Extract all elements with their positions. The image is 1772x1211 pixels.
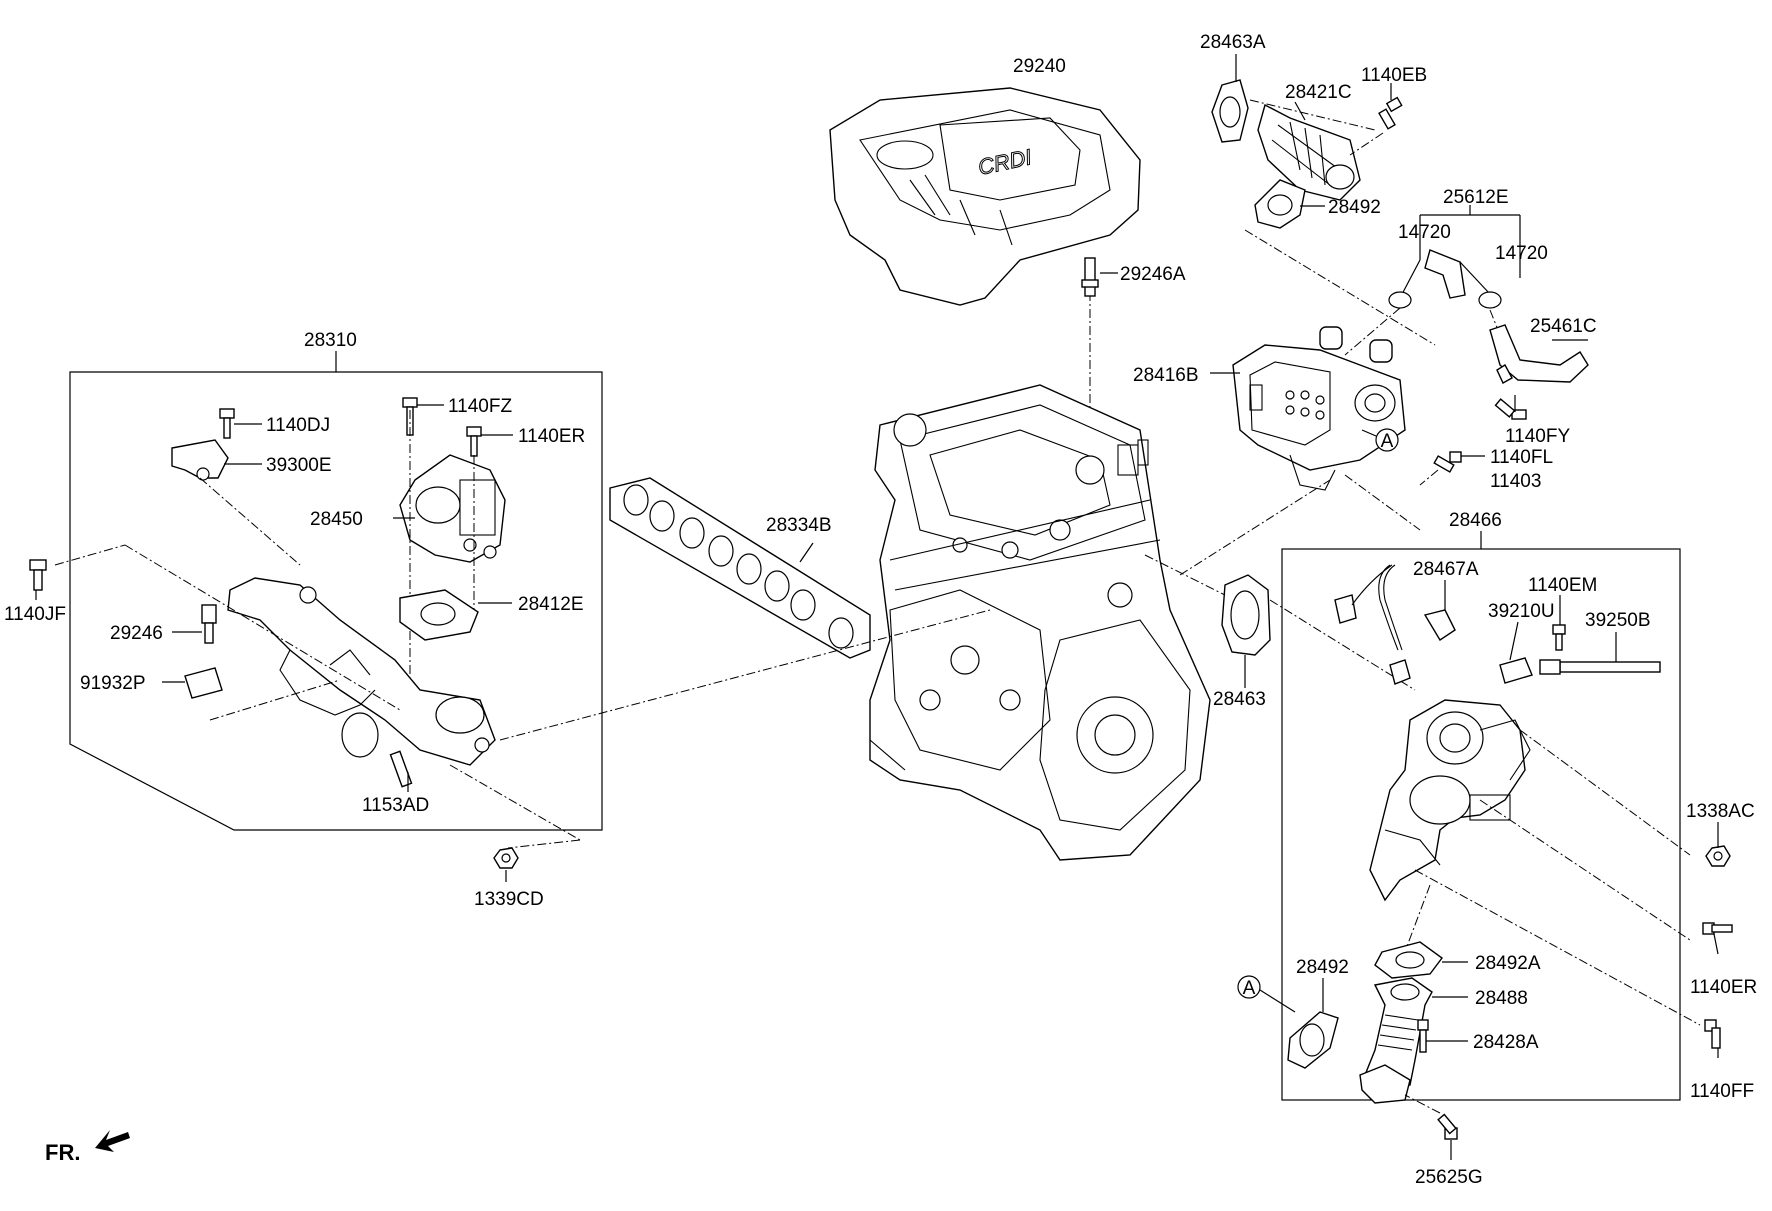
- callout-bracket: [1399, 205, 1521, 299]
- gasket-icon: [1221, 574, 1271, 656]
- label-28334B: 28334B: [766, 515, 832, 536]
- label-1140EB: 1140EB: [1361, 65, 1427, 86]
- label-1140FF: 1140FF: [1690, 1081, 1754, 1102]
- bolt-icon: [1437, 1113, 1458, 1140]
- label-11403: 11403: [1490, 471, 1541, 492]
- label-1338AC: 1338AC: [1686, 801, 1755, 822]
- label-39300E: 39300E: [266, 455, 332, 476]
- flex-pipe: [1359, 977, 1433, 1104]
- label-28492-bottom: 28492: [1296, 957, 1349, 978]
- coolant-pipe: [1489, 324, 1589, 384]
- part-labels: 29240 29246A 28463A 28421C 1140EB 28492 …: [4, 32, 1757, 1188]
- bracket-icon: [184, 667, 223, 699]
- label-1140DJ: 1140DJ: [266, 415, 330, 436]
- label-1339CD: 1339CD: [474, 889, 544, 910]
- label-28421C: 28421C: [1285, 82, 1352, 103]
- bolt-icon: [1494, 398, 1527, 420]
- label-28310: 28310: [304, 330, 357, 351]
- label-1140ER-right: 1140ER: [1690, 977, 1757, 998]
- stud-bolt-icon: [1081, 257, 1099, 297]
- label-1140FZ: 1140FZ: [448, 396, 512, 417]
- label-1140JF: 1140JF: [4, 604, 66, 625]
- label-14720-right: 14720: [1495, 243, 1548, 264]
- label-1140FL: 1140FL: [1490, 447, 1553, 468]
- front-direction-label: FR.: [45, 1140, 80, 1165]
- label-29246: 29246: [110, 623, 163, 644]
- label-28463A: 28463A: [1200, 32, 1266, 53]
- pressure-sensor-icon: [1499, 657, 1533, 684]
- nut-icon: [1705, 845, 1731, 867]
- bolt-icon: [1704, 1019, 1721, 1049]
- label-91932P: 91932P: [80, 673, 146, 694]
- bolt-icon: [1417, 1019, 1429, 1053]
- egr-cooler: [1232, 326, 1406, 491]
- manifold-gasket: [609, 477, 871, 659]
- svg-text:A: A: [1381, 431, 1394, 452]
- svg-text:A: A: [1243, 978, 1256, 999]
- bolt-icon: [466, 426, 482, 457]
- gasket-icon: [1287, 1011, 1339, 1069]
- label-25612E: 25612E: [1443, 187, 1509, 208]
- label-28492-top: 28492: [1328, 197, 1381, 218]
- label-1140FY: 1140FY: [1505, 426, 1570, 447]
- throttle-body: [399, 454, 506, 563]
- label-28466: 28466: [1449, 510, 1502, 531]
- egr-pipe: [1257, 103, 1361, 201]
- label-29240: 29240: [1013, 56, 1066, 77]
- label-25625G: 25625G: [1415, 1167, 1483, 1188]
- gasket-icon: [399, 589, 479, 641]
- label-14720-left: 14720: [1398, 222, 1451, 243]
- front-direction-arrow-icon: [95, 1130, 130, 1152]
- bolt-icon: [1433, 451, 1462, 473]
- gasket-icon: [1254, 179, 1306, 229]
- gasket-icon: [1374, 941, 1443, 979]
- bolt-icon: [29, 559, 47, 591]
- stud-icon: [389, 750, 413, 788]
- hose: [1388, 249, 1502, 309]
- label-28416B: 28416B: [1133, 365, 1199, 386]
- intake-group-28310: [69, 351, 603, 831]
- engine-block: [869, 384, 1211, 861]
- egr-valve-group-28466: [1281, 531, 1681, 1101]
- sensor-wire: [1334, 564, 1456, 685]
- label-28467A: 28467A: [1413, 559, 1479, 580]
- label-1153AD: 1153AD: [362, 795, 429, 816]
- intake-pipe: [227, 577, 496, 766]
- reference-marker-a: A: [1237, 975, 1261, 999]
- label-1140EM: 1140EM: [1528, 575, 1597, 596]
- bolt-icon: [219, 408, 235, 439]
- label-28450: 28450: [310, 509, 363, 530]
- bolt-icon: [1702, 922, 1733, 935]
- bolt-icon: [1378, 96, 1403, 130]
- label-28428A: 28428A: [1473, 1032, 1539, 1053]
- label-28412E: 28412E: [518, 594, 584, 615]
- nut-icon: [493, 847, 519, 869]
- label-39250B: 39250B: [1585, 610, 1651, 631]
- gasket-icon: [1211, 79, 1249, 143]
- egr-valve: [1369, 699, 1531, 902]
- sensor-plug-icon: [201, 604, 217, 644]
- sensor-icon: [171, 439, 229, 481]
- label-25461C: 25461C: [1530, 316, 1597, 337]
- label-28492A: 28492A: [1475, 953, 1541, 974]
- label-29246A: 29246A: [1120, 264, 1186, 285]
- label-1140ER-left: 1140ER: [518, 426, 585, 447]
- label-28488: 28488: [1475, 988, 1528, 1009]
- reference-marker-a: A: [1375, 428, 1399, 452]
- label-28463: 28463: [1213, 689, 1266, 710]
- bolt-icon: [1552, 624, 1566, 651]
- sensor-tube-icon: [1539, 659, 1661, 675]
- label-39210U: 39210U: [1488, 601, 1555, 622]
- engine-cover: CRDI: [829, 87, 1141, 306]
